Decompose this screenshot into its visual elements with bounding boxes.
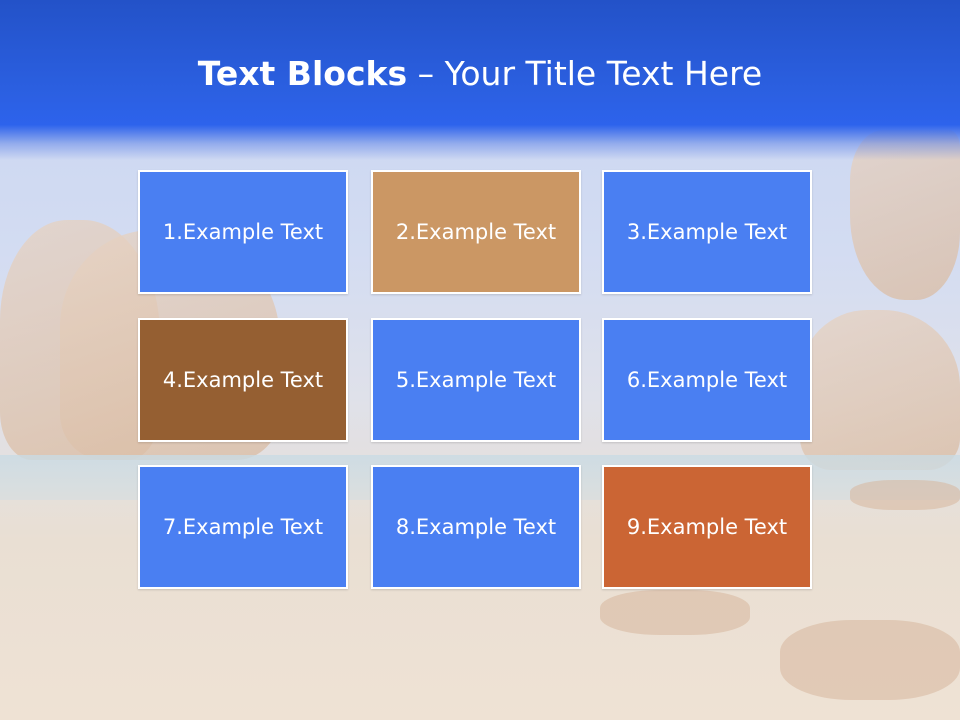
text-block-label: 2.Example Text: [395, 220, 557, 244]
text-block-label: 8.Example Text: [395, 515, 557, 539]
text-block-label: 6.Example Text: [626, 368, 788, 392]
title-band: [0, 0, 960, 160]
text-block-5[interactable]: 5.Example Text: [371, 318, 581, 442]
text-block-label: 9.Example Text: [626, 515, 788, 539]
title-dash: –: [407, 54, 445, 93]
text-block-label: 3.Example Text: [626, 220, 788, 244]
text-block-label: 5.Example Text: [395, 368, 557, 392]
text-block-1[interactable]: 1.Example Text: [138, 170, 348, 294]
text-block-6[interactable]: 6.Example Text: [602, 318, 812, 442]
text-block-7[interactable]: 7.Example Text: [138, 465, 348, 589]
text-block-label: 7.Example Text: [162, 515, 324, 539]
text-block-8[interactable]: 8.Example Text: [371, 465, 581, 589]
text-block-label: 1.Example Text: [162, 220, 324, 244]
text-block-4[interactable]: 4.Example Text: [138, 318, 348, 442]
title-rest: Your Title Text Here: [444, 54, 763, 93]
text-block-label: 4.Example Text: [162, 368, 324, 392]
text-block-9[interactable]: 9.Example Text: [602, 465, 812, 589]
slide-title: Text Blocks – Your Title Text Here: [0, 54, 960, 93]
text-block-3[interactable]: 3.Example Text: [602, 170, 812, 294]
text-block-2[interactable]: 2.Example Text: [371, 170, 581, 294]
title-bold: Text Blocks: [197, 54, 408, 93]
